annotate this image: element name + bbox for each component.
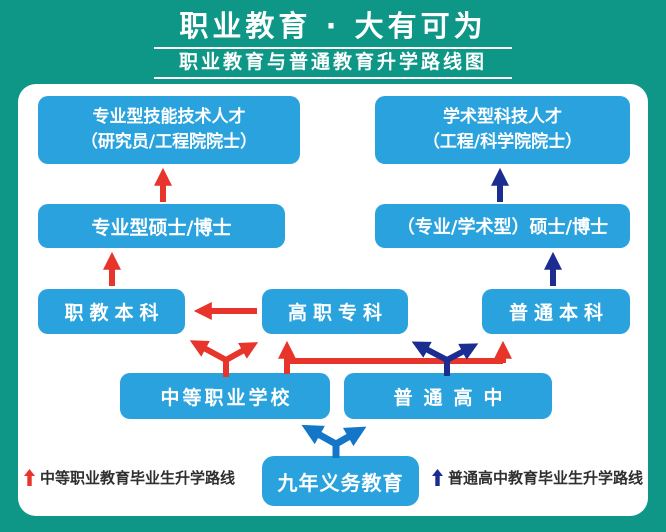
- box-vocational-undergraduate: 职教本科: [38, 289, 185, 334]
- legend-label: 普通高中教育毕业生升学路线: [448, 469, 644, 487]
- legend-label: 中等职业教育毕业生升学路线: [40, 469, 236, 487]
- box-label-line1: 专业型技能技术人才: [92, 107, 246, 127]
- box-academic-scitech-talent: 学术型科技人才 （工程/科学院院士）: [375, 96, 630, 164]
- box-label-line2: （研究员/工程院院士）: [80, 132, 258, 152]
- up-arrow-icon: [432, 469, 443, 486]
- poster-subtitle: 职业教育与普通教育升学路线图: [178, 51, 487, 73]
- box-label: 中等职业学校: [160, 386, 293, 409]
- box-professional-masters-doctorate: 专业型硕士/博士: [38, 204, 285, 248]
- box-general-high-school: 普通高中: [344, 373, 552, 419]
- box-label: 专业型硕士/博士: [91, 216, 232, 239]
- box-secondary-vocational-school: 中等职业学校: [120, 373, 330, 419]
- legend-vocational-route: 中等职业教育毕业生升学路线: [24, 467, 235, 488]
- box-label: 普通高中: [393, 386, 514, 409]
- subtitle-underline: [154, 77, 512, 79]
- box-label: 九年义务教育: [277, 470, 404, 495]
- title-underline: [154, 47, 512, 49]
- up-arrow-icon: [24, 469, 35, 486]
- box-label: （专业/学术型）硕士/博士: [396, 217, 609, 238]
- box-label: 普通本科: [508, 302, 609, 324]
- box-nine-year-compulsory-education: 九年义务教育: [262, 456, 419, 506]
- box-label-line1: 学术型科技人才: [443, 107, 562, 127]
- box-higher-vocational-college: 高职专科: [262, 289, 408, 334]
- box-professional-academic-masters-doctorate: （专业/学术型）硕士/博士: [375, 204, 630, 248]
- box-label: 职教本科: [64, 302, 165, 324]
- poster-header: 职业教育 · 大有可为 职业教育与普通教育升学路线图: [0, 8, 666, 84]
- box-label: 高职专科: [287, 302, 388, 324]
- poster-title: 职业教育 · 大有可为: [179, 9, 487, 43]
- legend-general-route: 普通高中教育毕业生升学路线: [432, 467, 643, 488]
- box-professional-skilled-talent: 专业型技能技术人才 （研究员/工程院院士）: [38, 96, 300, 164]
- box-general-undergraduate: 普通本科: [482, 289, 630, 334]
- box-label-line2: （工程/科学院院士）: [422, 132, 583, 152]
